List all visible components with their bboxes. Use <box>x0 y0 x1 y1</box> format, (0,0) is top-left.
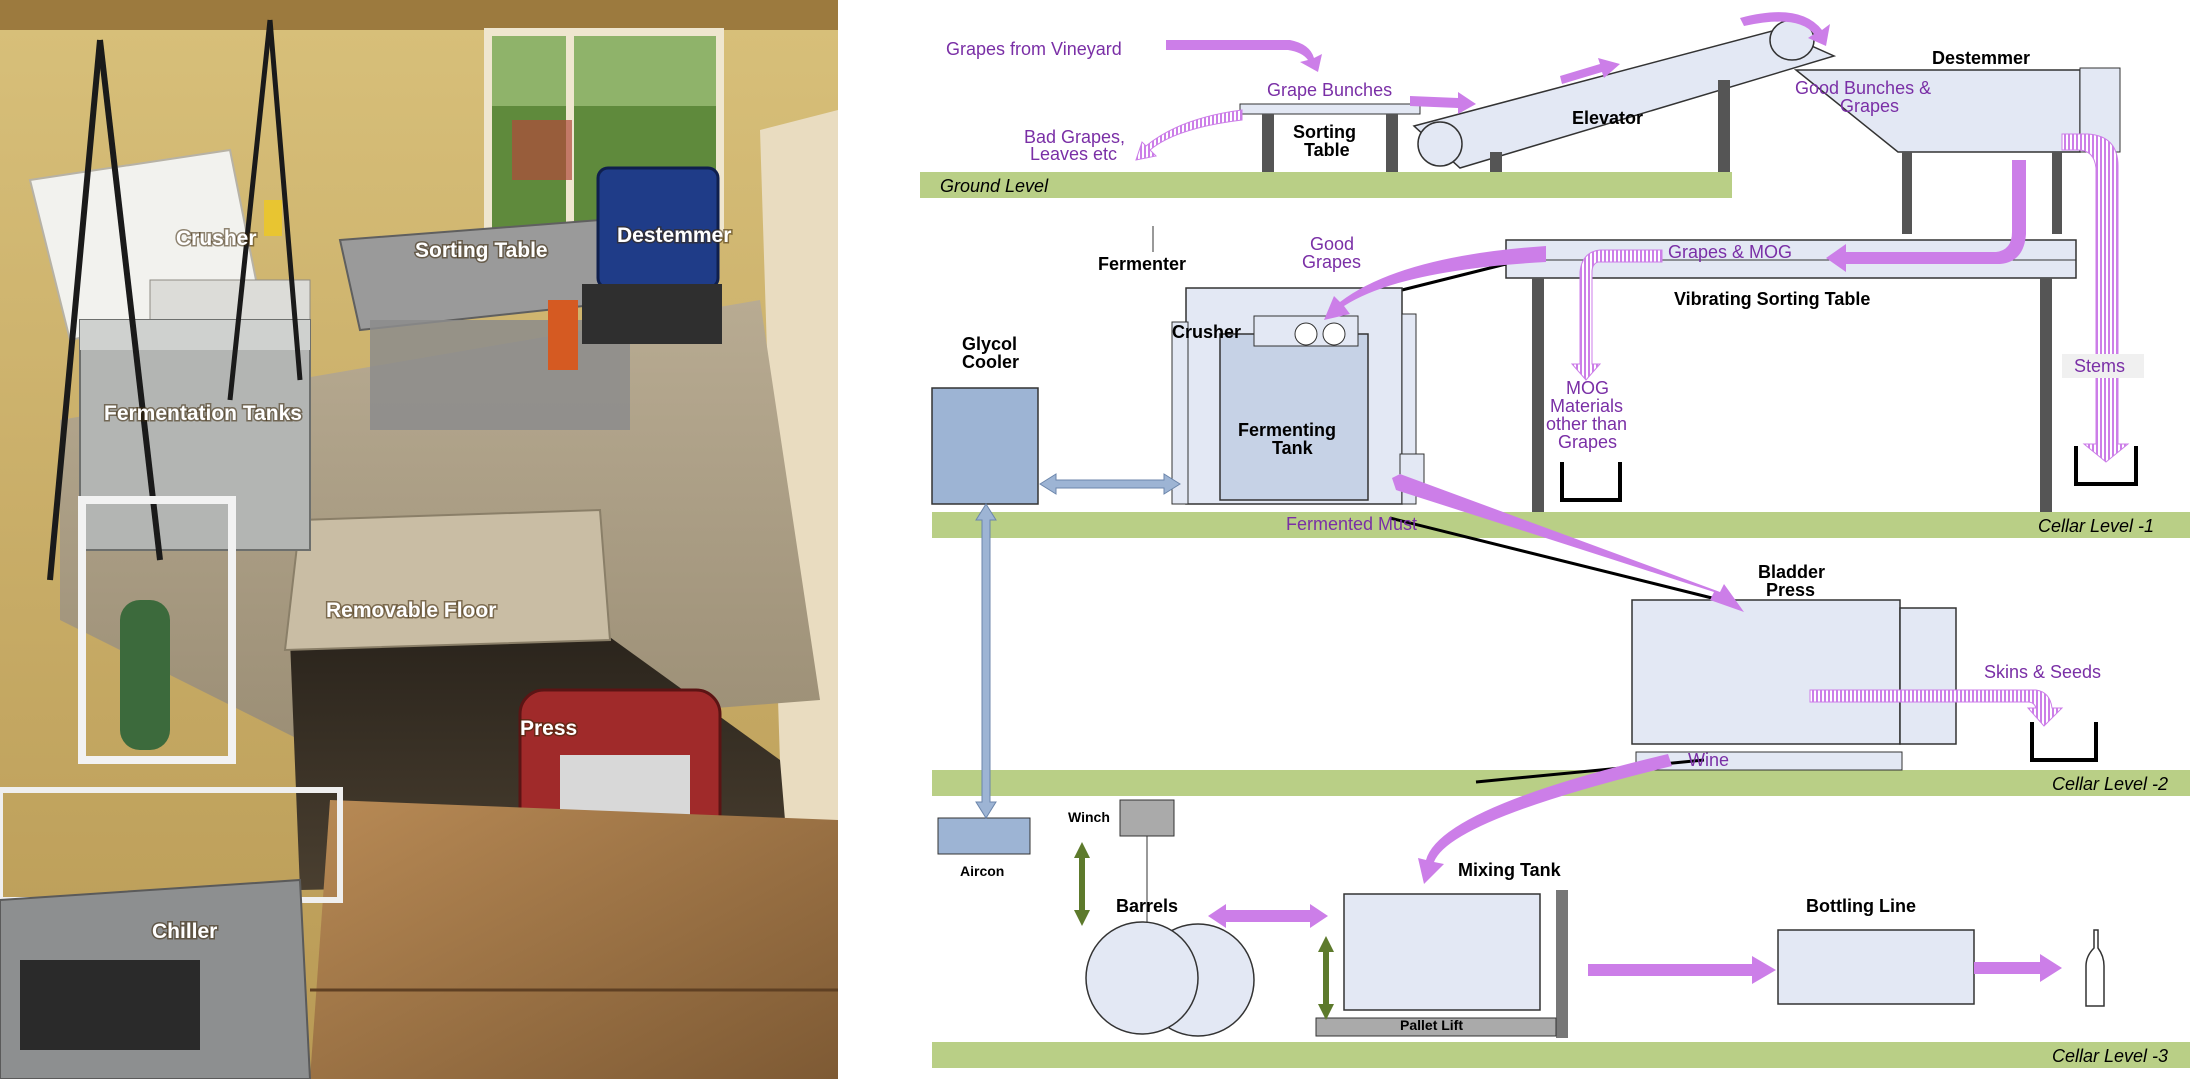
photo-label-fermentation-tanks: Fermentation Tanks <box>104 402 302 425</box>
flow-label-grapes-from-vineyard: Grapes from Vineyard <box>946 39 1122 59</box>
arrow-good-bunches <box>1826 160 2026 272</box>
orange-motor <box>548 300 578 370</box>
pallet-lift-label: Pallet Lift <box>1400 1017 1463 1033</box>
glycol-cooler-label-2: Cooler <box>962 352 1019 372</box>
arrow-grapes-from-vineyard <box>1166 40 1322 72</box>
flow-label-good-grapes-1: Good <box>1310 234 1354 254</box>
fermenting-tank-label-1: Fermenting <box>1238 420 1336 440</box>
destemmer-tray <box>582 284 722 344</box>
destemmer-label: Destemmer <box>1932 48 2030 68</box>
flow-label-mog-4: Grapes <box>1558 432 1617 452</box>
photo-label-destemmer: Destemmer <box>617 224 731 247</box>
red-fence <box>512 120 572 180</box>
flow-label-bad-grapes-1: Bad Grapes, <box>1024 127 1125 147</box>
flow-label-bad-grapes-2: Leaves etc <box>1030 144 1117 164</box>
photo-label-chiller: Chiller <box>152 920 217 943</box>
vibrating-sorting-table-label: Vibrating Sorting Table <box>1674 289 1870 309</box>
flow-label-mog-1: MOG <box>1566 378 1609 398</box>
arrow-pallet-lift <box>1318 936 1334 1020</box>
flow-label-grape-bunches: Grape Bunches <box>1267 80 1392 100</box>
flow-label-good-grapes-2: Grapes <box>1302 252 1361 272</box>
cellar-level-1-label: Cellar Level -1 <box>2038 516 2154 536</box>
fermenter-label: Fermenter <box>1098 254 1186 274</box>
barrels-label: Barrels <box>1116 896 1178 916</box>
arrow-barrels-mixing <box>1208 904 1328 928</box>
arrow-glycol-aircon <box>975 503 997 819</box>
press-tray <box>1635 751 1903 771</box>
winch-label: Winch <box>1068 809 1110 825</box>
flow-label-mog-2: Materials <box>1550 396 1623 416</box>
arrow-bad-grapes <box>1135 109 1243 161</box>
bottling-line-label: Bottling Line <box>1806 896 1916 916</box>
arrow-wine <box>1418 754 1672 884</box>
fermentation-tank-body <box>79 319 311 551</box>
arrow-mixing-bottling <box>1588 956 1776 984</box>
fermenting-tank <box>1219 333 1369 501</box>
photo-label-crusher: Crusher <box>176 227 257 250</box>
flow-label-stems: Stems <box>2074 356 2125 376</box>
cellar-level-3-label: Cellar Level -3 <box>2052 1046 2168 1066</box>
photo-label-sorting-table: Sorting Table <box>415 239 548 262</box>
cellar-level-3-floor <box>932 1042 2190 1068</box>
crusher-label: Crusher <box>1172 322 1241 342</box>
arrow-elevator-top <box>1740 12 1830 47</box>
flow-label-good-bunches-2: Grapes <box>1840 96 1899 116</box>
arrow-mog <box>1570 249 1663 381</box>
glycol-cooler <box>931 387 1039 505</box>
ground-level-floor <box>920 172 1732 198</box>
flow-label-mog-3: other than <box>1546 414 1627 434</box>
elevator-label: Elevator <box>1572 108 1643 128</box>
elevator-belt <box>1412 29 1837 169</box>
mixing-tank-label: Mixing Tank <box>1458 860 1562 880</box>
arrow-glycol-loop <box>1039 473 1181 495</box>
arrow-skins-seeds <box>1809 689 2064 727</box>
arrow-fermented-must <box>1392 474 1744 612</box>
arrow-winch-lift <box>1074 842 1090 926</box>
sorting-table-label-1: Sorting <box>1293 122 1356 142</box>
photo-label-removable-floor: Removable Floor <box>326 599 496 622</box>
flow-label-fermented-must: Fermented Must <box>1286 514 1417 534</box>
cellar-level-2-label: Cellar Level -2 <box>2052 774 2168 794</box>
fermenting-tank-label-2: Tank <box>1272 438 1314 458</box>
ceiling-beam <box>0 0 838 30</box>
bladder-press-label-2: Press <box>1766 580 1815 600</box>
barrel-front <box>1085 921 1199 1035</box>
arrow-bottling-out <box>1974 954 2062 982</box>
winch-unit <box>1119 799 1175 837</box>
bottling-line <box>1777 929 1975 1005</box>
ground-level-label: Ground Level <box>940 176 1049 196</box>
bladder-press-body <box>1631 599 1901 745</box>
mog-bin <box>1560 462 1622 502</box>
removable-floor <box>283 508 612 652</box>
flow-label-skins-seeds: Skins & Seeds <box>1984 662 2101 682</box>
stems-bin <box>2074 446 2138 486</box>
aircon-label: Aircon <box>960 863 1004 879</box>
pallet-lift <box>1315 1017 1557 1037</box>
arrow-stems <box>2061 133 2130 463</box>
arrow-grape-bunches <box>1410 92 1476 114</box>
winery-photo: Crusher Sorting Table Destemmer Fermenta… <box>0 0 838 1079</box>
tank-cage <box>78 496 236 764</box>
flow-label-grapes-mog: Grapes & MOG <box>1668 242 1792 262</box>
photo-label-press: Press <box>520 717 577 740</box>
flow-label-wine: Wine <box>1688 750 1729 770</box>
yellow-pendant <box>264 200 282 236</box>
bladder-press-label-1: Bladder <box>1758 562 1825 582</box>
arrow-good-grapes <box>1324 246 1546 320</box>
skins-bin <box>2030 722 2098 762</box>
photo-illustration: Crusher Sorting Table Destemmer Fermenta… <box>0 0 838 1079</box>
aircon-unit <box>937 817 1031 855</box>
glycol-cooler-label-1: Glycol <box>962 334 1017 354</box>
wine-bottle-icon <box>2085 929 2105 1007</box>
gas-cylinder <box>120 600 170 750</box>
mixing-tank <box>1343 893 1541 1011</box>
flow-label-good-bunches-1: Good Bunches & <box>1795 78 1931 98</box>
sorting-table-top <box>1239 103 1421 115</box>
arrow-elevator-up <box>1560 58 1620 84</box>
wooden-bench <box>310 800 838 1079</box>
sorting-table-label-2: Table <box>1304 140 1350 160</box>
